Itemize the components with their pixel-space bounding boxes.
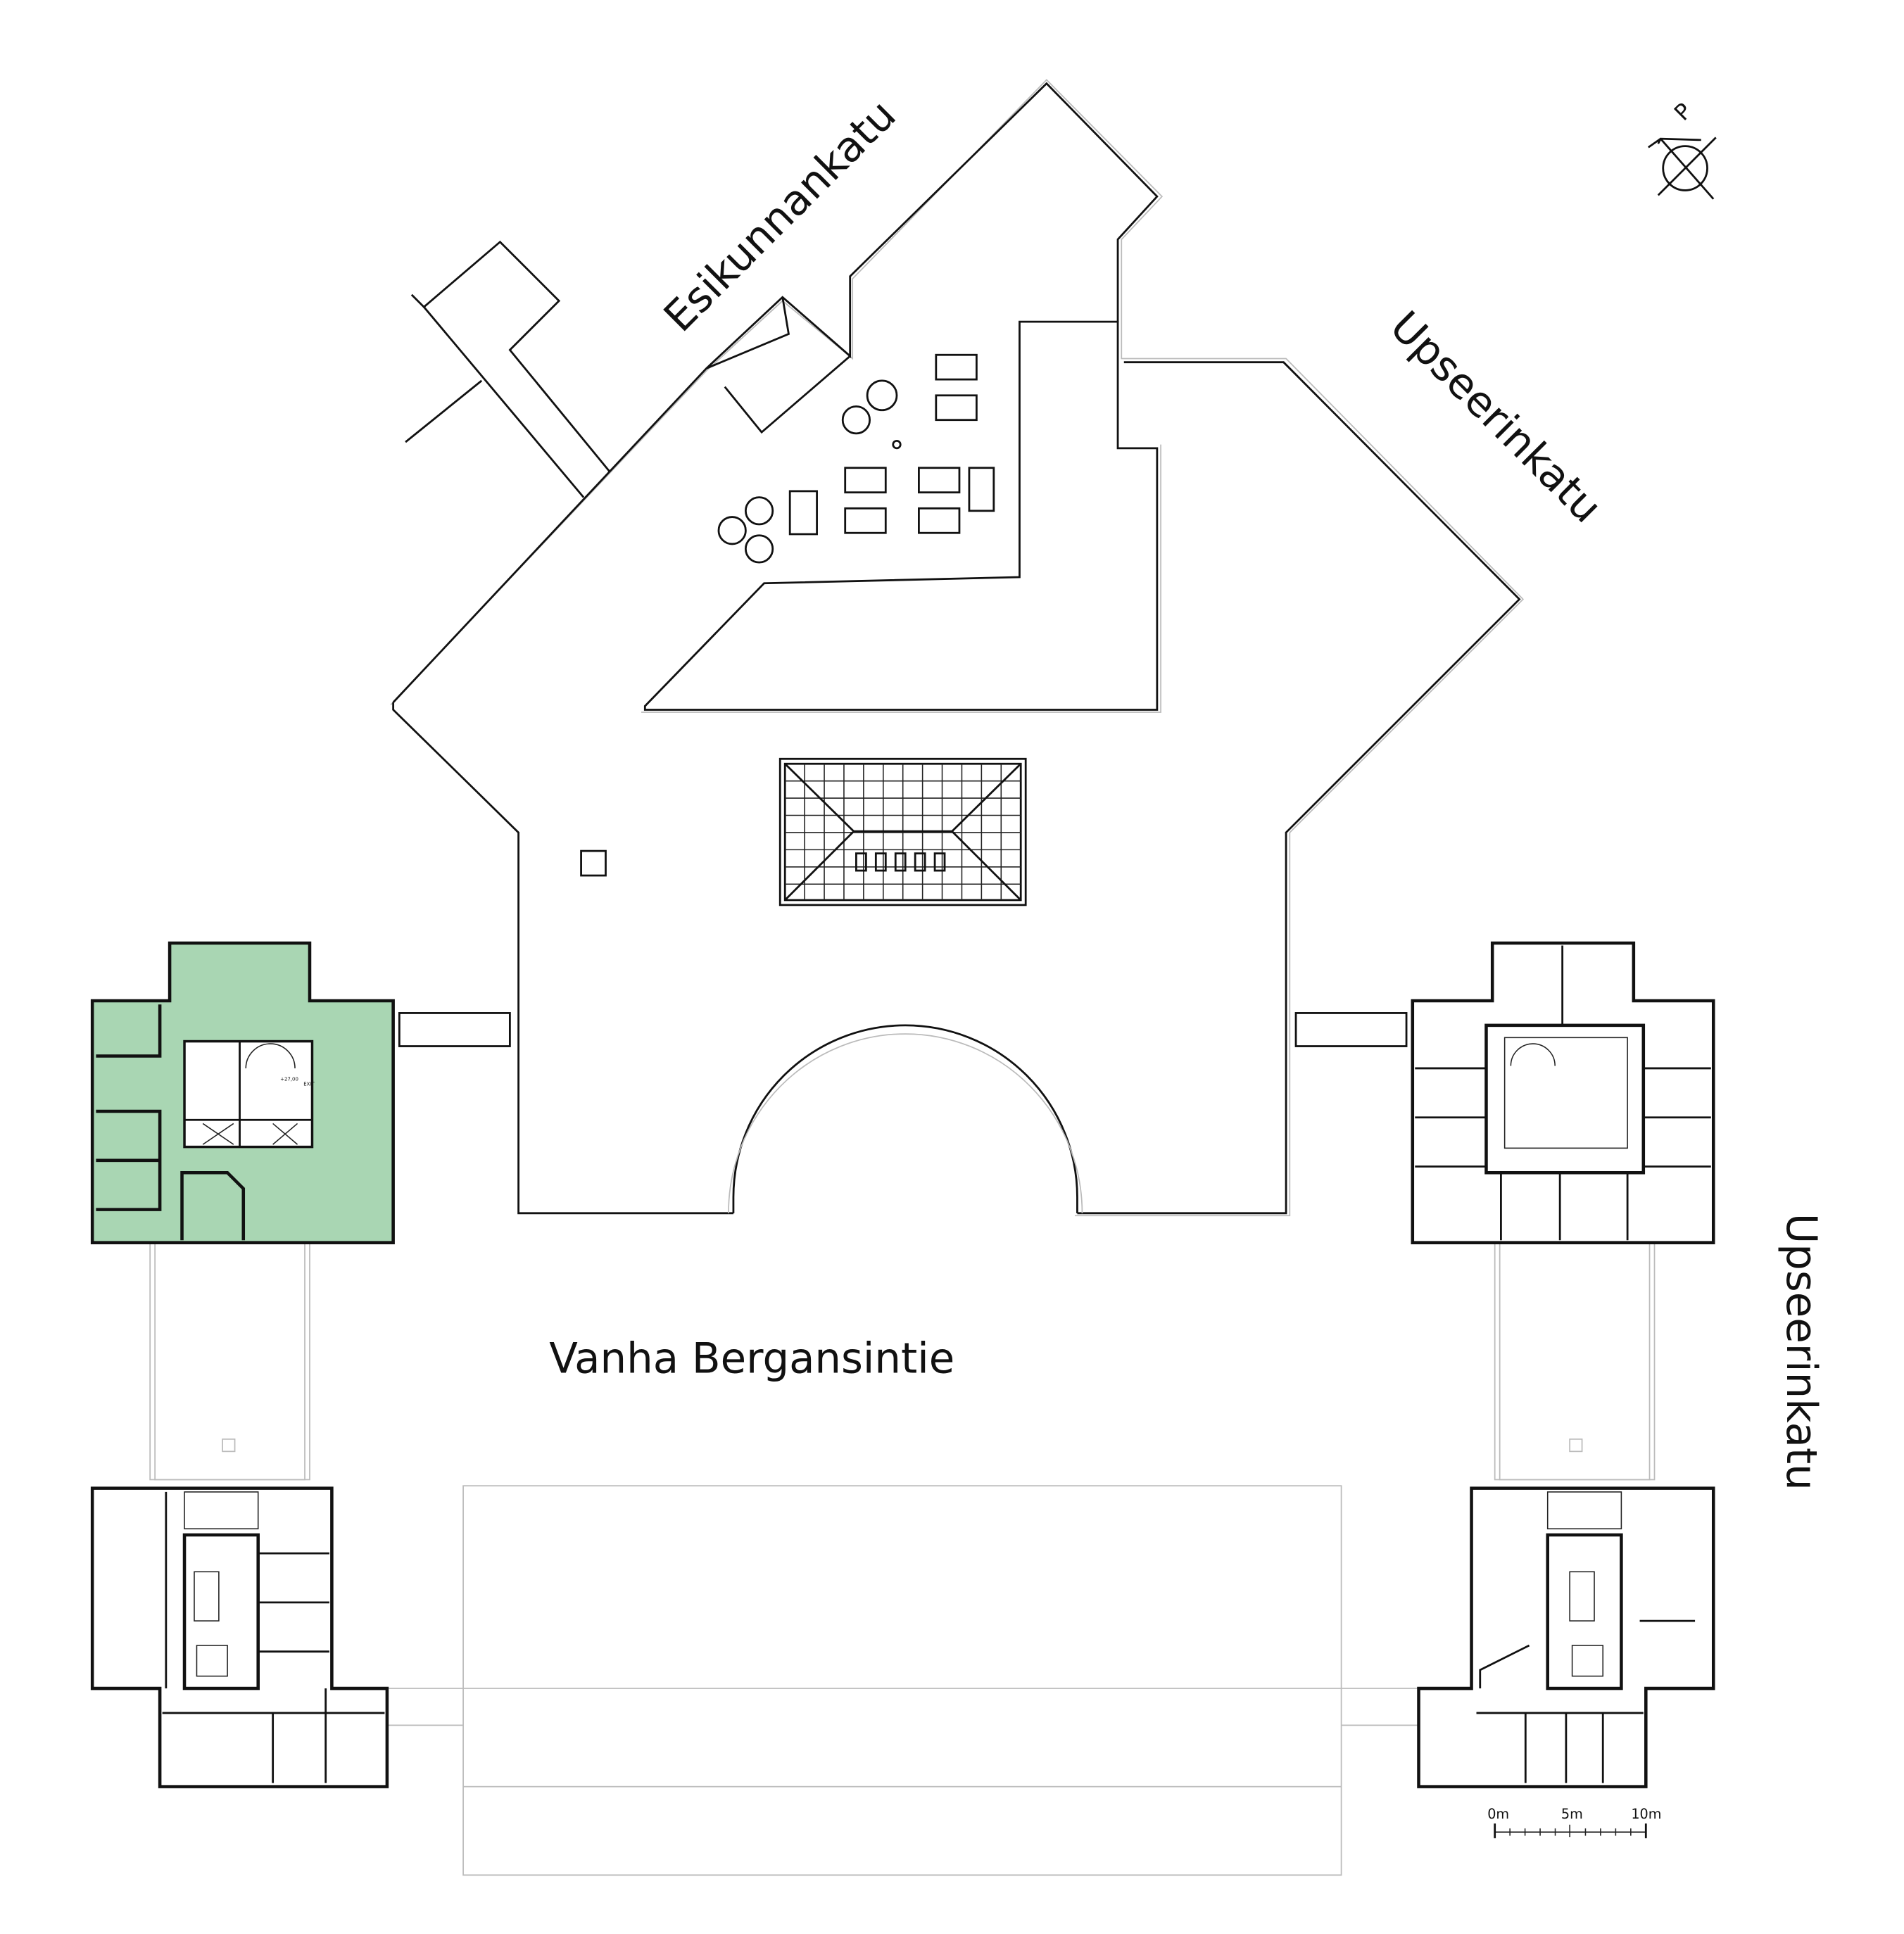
bridge-right (1294, 1012, 1408, 1047)
scale-label-5m: 5m (1561, 1806, 1583, 1822)
annex-outline (405, 240, 612, 498)
roof-hatch (894, 852, 907, 872)
shaft-square (580, 849, 607, 877)
exit-label: EXIT (303, 1081, 315, 1087)
building-bottom-left (90, 1486, 389, 1788)
roof-hatch (874, 852, 887, 872)
bridge-left (398, 1012, 511, 1047)
roof-hatch (855, 852, 867, 872)
level-label: +27,00 (280, 1076, 298, 1082)
scale-label-0m: 0m (1487, 1806, 1509, 1822)
building-bottom-right (1417, 1486, 1715, 1788)
main-building (390, 79, 1525, 1217)
roof-hatch (914, 852, 926, 872)
roof-ridge (784, 763, 855, 833)
roof-hatch (933, 852, 946, 872)
north-label: P (1670, 99, 1697, 126)
scale-bar: 0m 5m 10m (1487, 1806, 1661, 1838)
courtyard-furniture (717, 353, 995, 564)
roof-ridge (951, 763, 1022, 833)
scale-label-10m: 10m (1631, 1806, 1661, 1822)
glass-roof (778, 757, 1027, 906)
building-top-right (1411, 941, 1715, 1244)
street-label-vanha-bergansintie: Vanha Bergansintie (549, 1334, 954, 1383)
roof-ridge (951, 830, 1022, 901)
highlighted-building: EXIT +27,00 (90, 941, 395, 1244)
north-arrow-icon: P (1647, 99, 1717, 200)
street-label-upseerinkatu-vertical: Upseerinkatu (1777, 1213, 1826, 1491)
street-label-upseerinkatu-diagonal: Upseerinkatu (1381, 302, 1611, 532)
roof-ridge (784, 830, 855, 901)
